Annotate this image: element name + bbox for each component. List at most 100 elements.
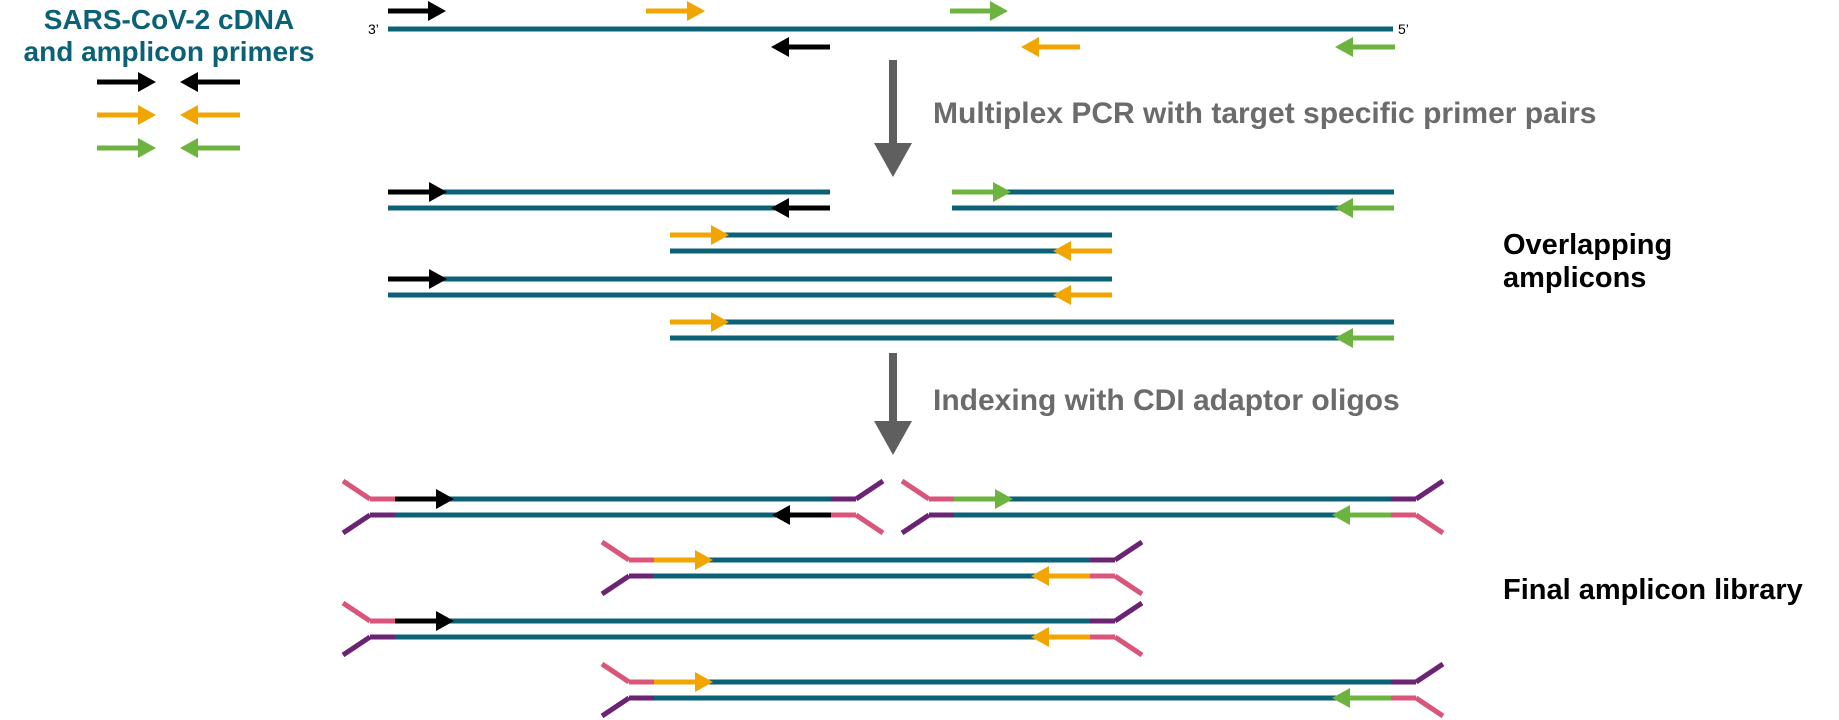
- overlapping-label-line1: Overlapping: [1503, 229, 1673, 261]
- library-forward-primer-green-head: [995, 489, 1013, 509]
- overlapping-amplicons-label: Overlapping amplicons: [1503, 229, 1672, 295]
- step-arrows: [874, 60, 912, 455]
- right-adaptor-bottom-flap: [854, 512, 885, 536]
- right-adaptor-bottom-flap: [1113, 634, 1144, 658]
- right-adaptor-top-flap: [1414, 661, 1445, 685]
- template-primer-black-reverse-head: [771, 37, 789, 57]
- template-primer-orange-reverse-head: [1021, 37, 1039, 57]
- pcr-step-label: Multiplex PCR with target specific prime…: [933, 97, 1597, 130]
- right-adaptor-bottom-flap: [1414, 512, 1445, 536]
- library-reverse-primer-orange-head: [1031, 627, 1049, 647]
- amplicon-reverse-primer-orange-head: [1053, 241, 1071, 261]
- amplicon-reverse-primer-black-head: [771, 198, 789, 218]
- amplicon-forward-primer-black-head: [429, 269, 447, 289]
- legend-primer-black-reverse: [180, 72, 240, 92]
- library-forward-primer-black-head: [436, 489, 454, 509]
- library-fragment-2: [900, 478, 1445, 536]
- template-3prime-label: 3’: [368, 21, 379, 37]
- overlapping-amplicons: [388, 182, 1394, 348]
- right-adaptor-top-flap: [1113, 600, 1144, 624]
- template-5prime-label: 5’: [1398, 21, 1409, 37]
- template-primer-black-reverse: [771, 37, 830, 57]
- template-primer-green-reverse-head: [1335, 37, 1353, 57]
- legend-primer-green-reverse-head: [180, 138, 198, 158]
- amplicon-forward-primer-orange: [670, 225, 729, 245]
- pcr-step-arrow-shaft: [889, 60, 897, 144]
- left-adaptor-top-flap: [600, 539, 631, 563]
- legend-primer-orange-forward-head: [138, 105, 156, 125]
- library-reverse-primer-orange-head: [1031, 566, 1049, 586]
- legend-primer-orange-reverse-head: [180, 105, 198, 125]
- template-primer-green-forward: [950, 1, 1008, 21]
- amplicon-1: [388, 182, 830, 218]
- right-adaptor-top-flap: [1414, 478, 1445, 502]
- right-adaptor-top-flap: [1113, 539, 1144, 563]
- right-adaptor-bottom-flap: [1113, 573, 1144, 597]
- library-forward-primer-orange-head: [695, 672, 713, 692]
- legend-primer-green-reverse: [180, 138, 240, 158]
- library-forward-primer-black: [395, 489, 454, 509]
- legend-primer-orange-reverse: [180, 105, 240, 125]
- legend-title: SARS-CoV-2 cDNA and amplicon primers: [0, 4, 338, 68]
- amplicon-reverse-primer-orange-head: [1053, 285, 1071, 305]
- library-fragment-3: [600, 539, 1144, 597]
- template-primer-black-forward-head: [428, 1, 446, 21]
- library-fragment-5: [600, 661, 1445, 719]
- template-primer-green-reverse: [1335, 37, 1395, 57]
- amplicon-forward-primer-orange-head: [711, 312, 729, 332]
- final-library-label: Final amplicon library: [1503, 574, 1803, 606]
- left-adaptor-top-flap: [900, 478, 931, 502]
- template-primer-orange-reverse: [1021, 37, 1080, 57]
- left-adaptor-bottom-flap: [341, 512, 372, 536]
- library-forward-primer-orange-head: [695, 550, 713, 570]
- amplicon-5: [670, 312, 1394, 348]
- legend-title-line2: and amplicon primers: [23, 36, 315, 67]
- legend-title-line1: SARS-CoV-2 cDNA: [43, 4, 295, 35]
- pcr-step-arrow-head: [874, 143, 912, 177]
- library-forward-primer-black-head: [436, 611, 454, 631]
- primer-legend: [97, 72, 240, 158]
- indexing-step-label: Indexing with CDI adaptor oligos: [933, 384, 1400, 417]
- library-fragment-1: [341, 478, 885, 536]
- legend-primer-green-forward-head: [138, 138, 156, 158]
- template-primer-black-forward: [388, 1, 446, 21]
- legend-primer-green-forward: [97, 138, 156, 158]
- library-reverse-primer-orange: [1031, 566, 1090, 586]
- template-primer-orange-forward-head: [687, 1, 705, 21]
- indexing-step-arrow-shaft: [889, 353, 897, 422]
- library-fragment-4: [341, 600, 1144, 658]
- library-forward-primer-black: [395, 611, 454, 631]
- amplicon-reverse-primer-orange: [1053, 285, 1112, 305]
- legend-primer-black-forward: [97, 72, 156, 92]
- legend-primer-black-reverse-head: [180, 72, 198, 92]
- library-reverse-primer-black-head: [772, 505, 790, 525]
- indexing-step-arrow-head: [874, 421, 912, 455]
- legend-primer-black-forward-head: [138, 72, 156, 92]
- amplicon-forward-primer-orange: [670, 312, 729, 332]
- amplicon-forward-primer-orange-head: [711, 225, 729, 245]
- amplicon-reverse-primer-green-head: [1335, 328, 1353, 348]
- left-adaptor-top-flap: [341, 478, 372, 502]
- final-amplicon-library: [341, 478, 1445, 719]
- library-reverse-primer-green: [1332, 688, 1391, 708]
- overlapping-label-line2: amplicons: [1503, 262, 1647, 294]
- amplicon-3: [670, 225, 1112, 261]
- left-adaptor-bottom-flap: [341, 634, 372, 658]
- amplicon-reverse-primer-orange: [1053, 241, 1112, 261]
- left-adaptor-bottom-flap: [900, 512, 931, 536]
- library-forward-primer-orange: [654, 672, 713, 692]
- left-adaptor-bottom-flap: [600, 573, 631, 597]
- library-forward-primer-orange: [654, 550, 713, 570]
- amplicon-reverse-primer-green: [1335, 198, 1394, 218]
- library-forward-primer-green: [954, 489, 1013, 509]
- left-adaptor-top-flap: [600, 661, 631, 685]
- library-reverse-primer-green-head: [1332, 505, 1350, 525]
- amplicon-reverse-primer-green: [1335, 328, 1394, 348]
- amplicon-4: [388, 269, 1112, 305]
- amplicon-forward-primer-green-head: [993, 182, 1011, 202]
- library-reverse-primer-black: [772, 505, 831, 525]
- amplicon-forward-primer-black: [388, 269, 447, 289]
- template-primer-green-forward-head: [990, 1, 1008, 21]
- legend-primer-orange-forward: [97, 105, 156, 125]
